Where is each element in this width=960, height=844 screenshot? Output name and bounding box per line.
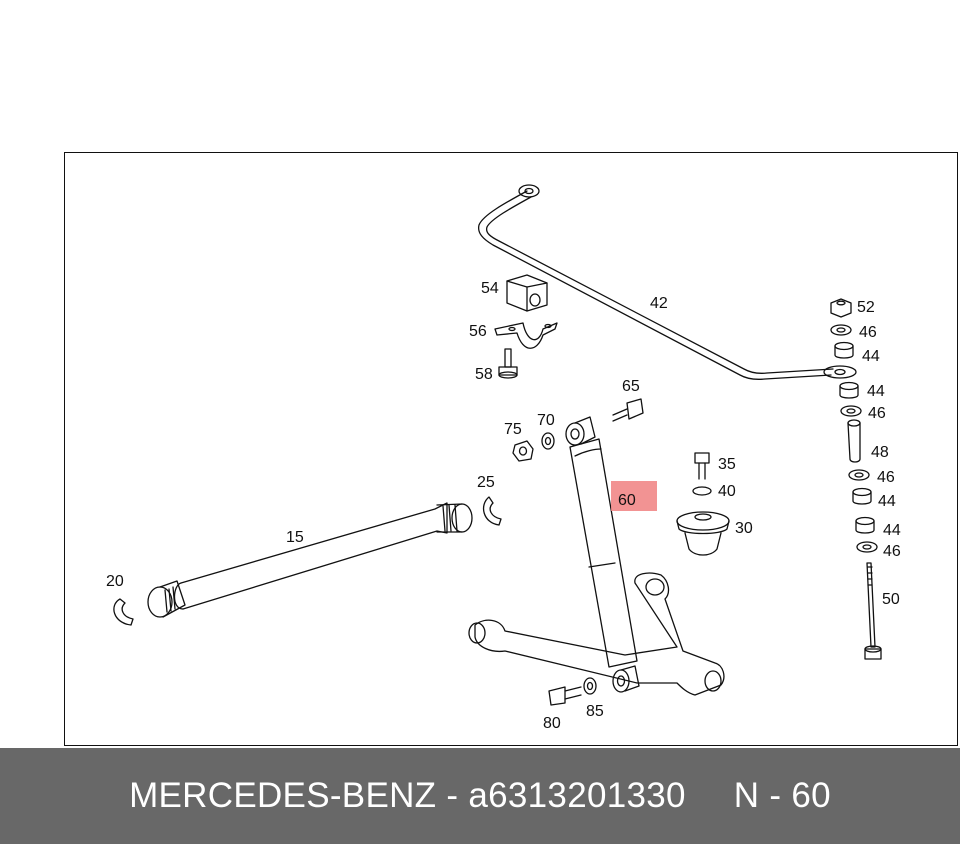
footer-separator: - <box>446 776 459 815</box>
callout-48[interactable]: 48 <box>871 444 889 461</box>
callout-35[interactable]: 35 <box>718 456 736 473</box>
callout-52[interactable]: 52 <box>857 299 875 316</box>
callout-50[interactable]: 50 <box>882 591 900 608</box>
upper-mount-bolt-part[interactable] <box>612 398 644 422</box>
link-washer-top-part[interactable] <box>830 324 852 336</box>
callout-46-d[interactable]: 46 <box>883 543 901 560</box>
link-bushing-low-a-part[interactable] <box>852 487 872 505</box>
callout-44-c[interactable]: 44 <box>878 493 896 510</box>
parts-diagram: 15 20 25 30 35 40 42 44 44 44 44 46 46 4… <box>106 184 901 732</box>
callout-60[interactable]: 60 <box>618 492 636 509</box>
link-washer-mid-a-part[interactable] <box>840 405 862 417</box>
bump-stop-washer-part[interactable] <box>692 486 712 496</box>
callout-54[interactable]: 54 <box>481 280 499 297</box>
upper-nut-part[interactable] <box>512 440 534 462</box>
link-washer-mid-b-part[interactable] <box>848 469 870 481</box>
lower-washer-part[interactable] <box>583 677 597 695</box>
callout-85[interactable]: 85 <box>586 703 604 720</box>
callout-46-b[interactable]: 46 <box>868 405 886 422</box>
callout-40[interactable]: 40 <box>718 483 736 500</box>
callout-46-c[interactable]: 46 <box>877 469 895 486</box>
bump-stop-bolt-part[interactable] <box>694 452 710 480</box>
stabilizer-bushing-part[interactable] <box>506 274 548 312</box>
bracket-bolt-part[interactable] <box>498 348 518 379</box>
callout-20[interactable]: 20 <box>106 573 124 590</box>
callout-46-a[interactable]: 46 <box>859 324 877 341</box>
callout-44-d[interactable]: 44 <box>883 522 901 539</box>
link-spacer-tube-part[interactable] <box>847 419 861 463</box>
link-bushing-low-b-part[interactable] <box>855 516 875 534</box>
part-number: a6313201330 <box>468 776 686 815</box>
callout-80[interactable]: 80 <box>543 715 561 732</box>
stabilizer-link-nut-part[interactable] <box>830 298 852 318</box>
part-info-footer: MERCEDES-BENZ - a6313201330 N - 60 <box>0 748 960 844</box>
callout-65[interactable]: 65 <box>622 378 640 395</box>
highlight-box-60 <box>611 481 657 511</box>
link-washer-bottom-part[interactable] <box>856 541 878 553</box>
callout-labels: 15 20 25 30 35 40 42 44 44 44 44 46 46 4… <box>106 280 901 732</box>
callout-56[interactable]: 56 <box>469 323 487 340</box>
diagram-position-ref: N - 60 <box>733 776 831 815</box>
lower-control-arm <box>468 572 725 696</box>
link-bolt-part[interactable] <box>864 562 882 660</box>
callout-44-a[interactable]: 44 <box>862 348 880 365</box>
upper-washer-part[interactable] <box>541 432 555 450</box>
callout-25[interactable]: 25 <box>477 474 495 491</box>
bump-stop-part[interactable] <box>676 511 730 556</box>
lower-mount-bolt-part[interactable] <box>548 686 582 706</box>
bushing-bracket-part[interactable] <box>494 322 558 349</box>
callout-42[interactable]: 42 <box>650 295 668 312</box>
callout-70[interactable]: 70 <box>537 412 555 429</box>
callout-30[interactable]: 30 <box>735 520 753 537</box>
callout-75[interactable]: 75 <box>504 421 522 438</box>
torsion-shaft-part[interactable] <box>147 502 473 618</box>
stabilizer-bar-part[interactable] <box>477 184 857 381</box>
callout-58[interactable]: 58 <box>475 366 493 383</box>
circlip-right-part[interactable] <box>482 496 502 526</box>
brand-name: MERCEDES-BENZ <box>129 776 437 815</box>
callout-44-b[interactable]: 44 <box>867 383 885 400</box>
callout-15[interactable]: 15 <box>286 529 304 546</box>
circlip-left-part[interactable] <box>113 598 134 626</box>
link-bushing-top-a-part[interactable] <box>834 341 854 359</box>
parts-diagram-frame: 15 20 25 30 35 40 42 44 44 44 44 46 46 4… <box>64 152 958 746</box>
link-bushing-top-b-part[interactable] <box>839 381 859 399</box>
